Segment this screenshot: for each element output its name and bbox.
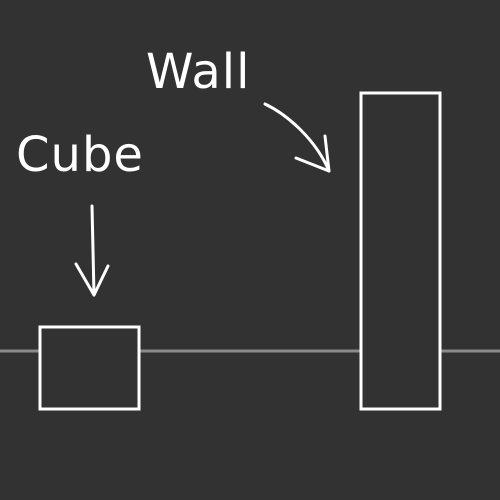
wall-arrow	[263, 102, 331, 173]
cube-box	[38, 325, 141, 411]
cube-label: Cube	[16, 127, 144, 183]
cube-arrow	[74, 204, 110, 297]
wall-label: Wall	[146, 44, 250, 100]
wall-box	[359, 91, 442, 411]
